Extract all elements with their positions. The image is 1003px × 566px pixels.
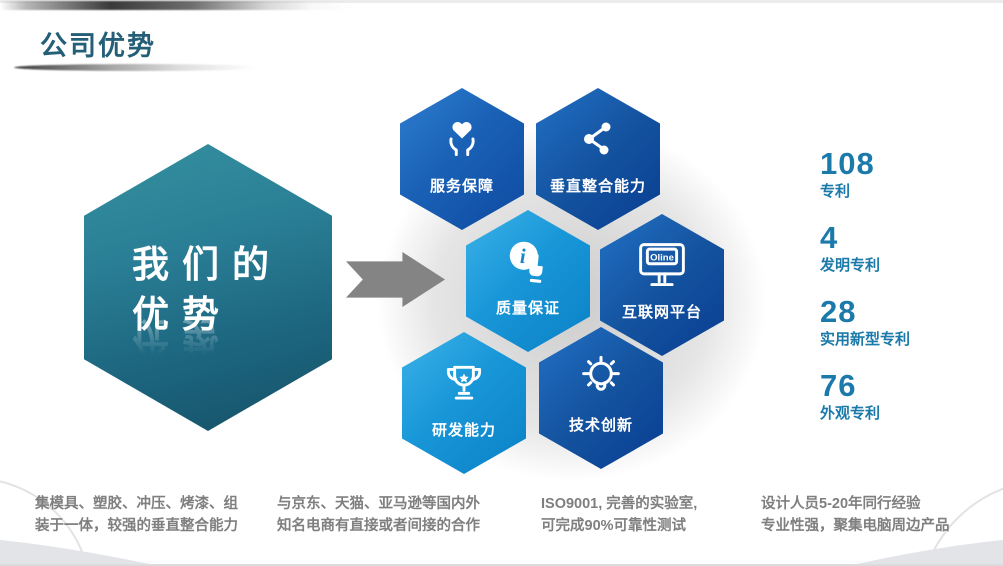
footnote-line: 设计人员5-20年同行经验 [761,496,921,512]
hexagon-label: 垂直整合能力 [549,178,646,195]
hero-hexagon-text: 我们的 优势 [132,240,282,340]
hexagon-label: 互联网平台 [621,304,702,321]
page-title: 公司优势 [40,31,156,61]
footnote-ecommerce-partners: 与京东、天猫、亚马逊等国内外 知名电商有直接或者间接的合作 [277,494,509,538]
hero-line-1: 我们的 [132,244,282,285]
footnote-line: 装于一体，较强的垂直整合能力 [35,517,238,534]
hexagon-label: 研发能力 [431,422,496,439]
hexagon-label: 服务保障 [429,178,494,195]
hexagon-internet-platform: Oline 互联网平台 [600,214,724,356]
stat-value: 108 [820,146,875,181]
stat-invention-patents: 4 发明专利 [820,221,910,275]
share-nodes-icon [574,114,622,166]
stat-value: 76 [820,368,857,403]
monitor-screen-text: Oline [650,252,674,263]
lightbulb-icon [575,353,627,405]
footnote-line: 与京东、天猫、亚马逊等国内外 [277,496,480,512]
bottom-edge-line [0,564,1003,566]
top-shadow-swoosh [0,1,370,10]
title-underline-swoosh [14,64,266,71]
stat-label: 外观专利 [820,405,881,422]
hexagon-label: 技术创新 [568,417,633,434]
footnote-line: ISO9001, 完善的实验室, [541,496,698,512]
svg-text:i: i [520,244,526,268]
footnote-line: 专业性强，聚集电脑周边产品 [761,517,950,534]
top-edge-line [0,0,1003,3]
stat-label: 专利 [820,183,851,200]
footer-corner-right [848,540,1003,566]
stat-value: 4 [820,220,839,255]
hero-hexagon: 我们的 优势 [84,144,332,431]
trophy-icon [439,358,489,410]
stat-design-patents: 76 外观专利 [820,369,910,423]
stat-value: 28 [820,294,857,329]
footnote-line: 知名电商有直接或者间接的合作 [277,517,480,534]
stat-label: 实用新型专利 [820,331,911,348]
footnote-vertical-integration: 集模具、塑胶、冲压、烤漆、组 装于一体，较强的垂直整合能力 [35,494,267,538]
monitor-icon: Oline [635,240,689,292]
footnote-iso-lab: ISO9001, 完善的实验室, 可完成90%可靠性测试 [541,494,766,538]
footnote-line: 集模具、塑胶、冲压、烤漆、组 [35,496,238,512]
hexagon-label: 质量保证 [495,300,560,317]
footnote-line: 可完成90%可靠性测试 [541,517,687,534]
patent-stats: 108 专利 4 发明专利 28 实用新型专利 76 外观专利 [820,147,910,443]
hexagon-tech-innovation: 技术创新 [539,327,663,469]
stat-patents: 108 专利 [820,147,910,201]
info-click-icon: i [502,236,554,288]
hexagon-vertical-integration: 垂直整合能力 [536,88,660,230]
heart-in-hands-icon [437,114,487,166]
stat-label: 发明专利 [820,257,881,274]
footnote-designers: 设计人员5-20年同行经验 专业性强，聚集电脑周边产品 [761,494,999,538]
stat-utility-model-patents: 28 实用新型专利 [820,295,910,349]
hero-line-2: 优势 [132,293,232,335]
